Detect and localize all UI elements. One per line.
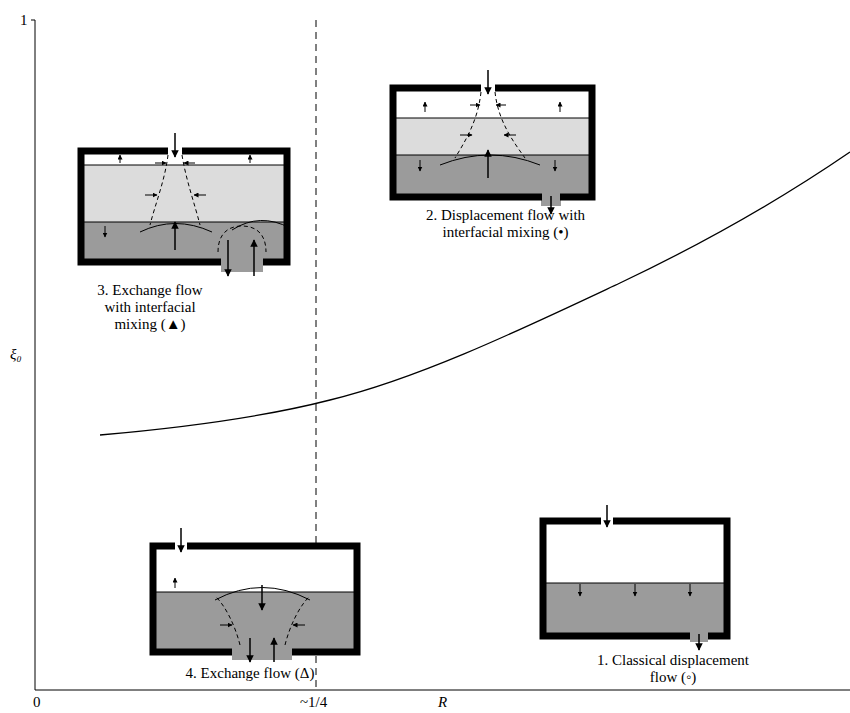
axis-title: R	[438, 694, 447, 711]
flow-regime-inset: 1. Classical displacement flow (◦)	[580, 518, 765, 688]
axis-tick-label: 0	[33, 694, 41, 711]
y-axis	[35, 20, 36, 690]
regime-caption: 3. Exchange flow with interfacial mixing…	[86, 282, 214, 333]
flow-regime-inset: 3. Exchange flow with interfacial mixing…	[75, 148, 225, 335]
axis-tick-label: ~1/4	[300, 694, 327, 711]
inset-exchange-mixing	[81, 133, 290, 276]
inset-exchange	[153, 528, 357, 662]
regime-caption: 2. Displacement flow with interfacial mi…	[413, 207, 598, 241]
inset-classical-displacement	[543, 505, 727, 650]
regime-caption: 4. Exchange flow (Δ)	[150, 665, 350, 682]
x-axis	[35, 690, 850, 691]
axis-tick-label: 1	[20, 12, 28, 29]
regime-caption: 1. Classical displacement flow (◦)	[588, 652, 758, 686]
flow-regime-inset: 2. Displacement flow with interfacial mi…	[410, 85, 600, 243]
inset-displacement-mixing	[393, 70, 592, 214]
axis-title: ξ₀	[10, 346, 22, 363]
flow-regime-inset: 4. Exchange flow (Δ)	[140, 543, 360, 684]
